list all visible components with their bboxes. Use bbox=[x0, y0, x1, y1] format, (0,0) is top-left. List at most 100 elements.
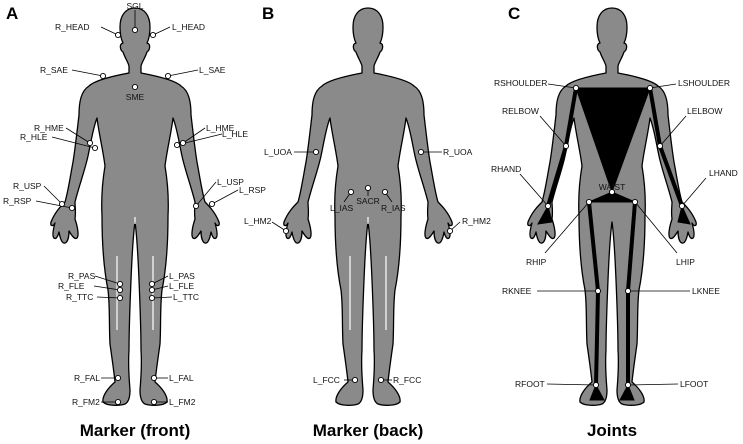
label-r-pas: R_PAS bbox=[68, 271, 96, 281]
marker-r-uoa bbox=[417, 148, 425, 156]
left-forearm-segment bbox=[658, 144, 684, 208]
joint-relbow bbox=[562, 142, 570, 150]
marker-r-hme bbox=[86, 139, 94, 147]
panel-c-joints bbox=[544, 84, 686, 389]
torso-triangle bbox=[575, 87, 651, 194]
label-l-hme: L_HME bbox=[206, 123, 235, 133]
label-lhand: LHAND bbox=[709, 168, 738, 178]
joint-rhip bbox=[585, 198, 593, 206]
label-r-uoa: R_UOA bbox=[443, 147, 473, 157]
label-sgl: SGL bbox=[126, 1, 143, 11]
joint-lknee bbox=[624, 287, 632, 295]
label-relbow: RELBOW bbox=[502, 106, 539, 116]
label-r-head: R_HEAD bbox=[55, 22, 89, 32]
joint-lshoulder bbox=[646, 84, 654, 92]
joint-rknee bbox=[594, 287, 602, 295]
panel-b-labels: L_UOA R_UOA SACR L_IAS R_IAS L_HM2 R_HM2… bbox=[244, 147, 491, 385]
label-rhip: RHIP bbox=[526, 257, 547, 267]
marker-r-rsp bbox=[68, 204, 76, 212]
marker-sme bbox=[131, 83, 139, 91]
marker-r-fcc bbox=[377, 376, 385, 384]
label-l-ttc: L_TTC bbox=[173, 292, 199, 302]
panel-b-markers bbox=[282, 148, 454, 384]
label-r-fm2: R_FM2 bbox=[72, 397, 100, 407]
panel-c-caption: Joints bbox=[587, 421, 637, 440]
marker-r-sae bbox=[99, 72, 107, 80]
panel-a-markers bbox=[58, 26, 216, 406]
label-lhip: LHIP bbox=[676, 257, 695, 267]
marker-l-fm2 bbox=[150, 398, 158, 406]
label-lshoulder: LSHOULDER bbox=[678, 78, 730, 88]
label-l-uoa: L_UOA bbox=[264, 147, 292, 157]
label-r-fle: R_FLE bbox=[58, 281, 85, 291]
marker-l-rsp bbox=[208, 200, 216, 208]
marker-r-ttc bbox=[116, 294, 124, 302]
marker-l-ttc bbox=[148, 294, 156, 302]
joint-lelbow bbox=[656, 142, 664, 150]
panel-b-caption: Marker (back) bbox=[313, 421, 424, 440]
label-rknee: RKNEE bbox=[502, 286, 532, 296]
right-shank-segment bbox=[594, 289, 600, 387]
marker-r-fal bbox=[114, 374, 122, 382]
label-rhand: RHAND bbox=[491, 164, 521, 174]
marker-r-fm2 bbox=[114, 398, 122, 406]
pelvis-triangle bbox=[588, 191, 636, 203]
label-l-fal: L_FAL bbox=[169, 373, 194, 383]
right-upper-arm-segment bbox=[564, 86, 578, 148]
panel-c-leaders bbox=[519, 83, 707, 386]
marker-l-pas bbox=[148, 280, 156, 288]
label-r-fal: R_FAL bbox=[74, 373, 100, 383]
marker-l-hle bbox=[173, 141, 181, 149]
label-sme: SME bbox=[126, 92, 145, 102]
left-upper-arm-segment bbox=[648, 86, 662, 148]
right-thigh-segment bbox=[587, 200, 600, 293]
label-l-head: L_HEAD bbox=[172, 22, 205, 32]
joint-rshoulder bbox=[572, 84, 580, 92]
label-waist: WAIST bbox=[599, 182, 626, 192]
label-r-sae: R_SAE bbox=[40, 65, 68, 75]
right-forearm-segment bbox=[546, 144, 568, 208]
panel-c-letter: C bbox=[508, 4, 520, 23]
marker-l-usp bbox=[192, 202, 200, 210]
label-lknee: LKNEE bbox=[692, 286, 720, 296]
label-r-fcc: R_FCC bbox=[393, 375, 421, 385]
marker-l-fal bbox=[150, 374, 158, 382]
panel-a-labels: SGL R_HEAD L_HEAD R_SAE L_SAE SME R_HME … bbox=[3, 1, 266, 407]
joint-lfoot bbox=[624, 381, 632, 389]
label-r-hle: R_HLE bbox=[20, 132, 48, 142]
panel-b: B L_UOA R_ bbox=[244, 4, 491, 440]
label-l-fm2: L_FM2 bbox=[169, 397, 196, 407]
label-lfoot: LFOOT bbox=[680, 379, 708, 389]
panel-c: C bbox=[491, 4, 738, 440]
marker-l-ias bbox=[347, 188, 355, 196]
label-l-usp: L_USP bbox=[217, 177, 244, 187]
marker-r-usp bbox=[58, 200, 66, 208]
marker-l-head bbox=[149, 31, 157, 39]
joint-rfoot bbox=[592, 381, 600, 389]
label-l-fcc: L_FCC bbox=[313, 375, 340, 385]
label-rfoot: RFOOT bbox=[515, 379, 545, 389]
marker-l-hme bbox=[179, 139, 187, 147]
panel-b-letter: B bbox=[262, 4, 274, 23]
panel-a-letter: A bbox=[6, 4, 18, 23]
joint-lhand bbox=[678, 202, 686, 210]
marker-sgl bbox=[131, 26, 139, 34]
left-hand-triangle bbox=[677, 204, 691, 225]
right-foot-triangle bbox=[589, 383, 605, 401]
label-l-rsp: L_RSP bbox=[239, 185, 266, 195]
left-thigh-segment bbox=[626, 200, 637, 293]
marker-l-fle bbox=[148, 286, 156, 294]
joints-body-silhouette bbox=[527, 7, 697, 406]
left-foot-triangle bbox=[619, 383, 635, 401]
marker-l-hm2 bbox=[282, 227, 290, 235]
marker-sacr bbox=[364, 184, 372, 192]
joint-waist bbox=[608, 188, 616, 196]
panel-a-caption: Marker (front) bbox=[80, 421, 191, 440]
back-body-silhouette bbox=[283, 7, 453, 406]
label-l-sae: L_SAE bbox=[199, 65, 226, 75]
right-hand-triangle bbox=[537, 204, 553, 225]
label-l-fle: L_FLE bbox=[169, 281, 194, 291]
label-r-hme: R_HME bbox=[34, 123, 64, 133]
panel-a: A bbox=[3, 1, 266, 440]
